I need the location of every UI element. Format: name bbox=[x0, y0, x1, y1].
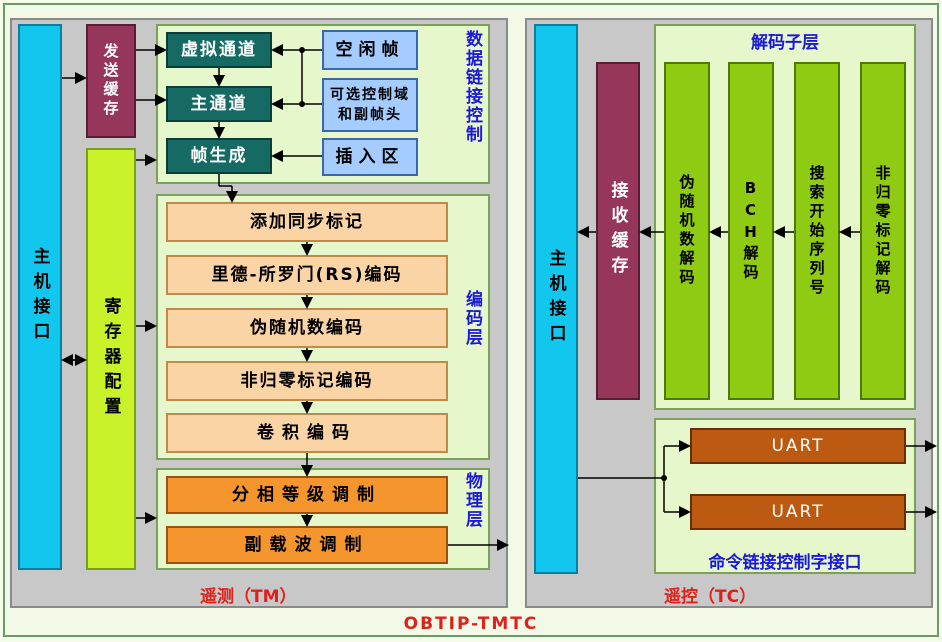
decode-step-4: 非归零标记解码 bbox=[860, 62, 906, 400]
diagram-title: OBTIP-TMTC bbox=[403, 614, 539, 634]
idle-frame: 空闲帧 bbox=[322, 30, 418, 70]
coding-step-3: 伪随机数编码 bbox=[166, 308, 448, 348]
command-link-label: 命令链接控制字接口 bbox=[708, 553, 862, 573]
tc-host-interface: 主机接口 bbox=[534, 24, 578, 574]
uart-1: UART bbox=[690, 428, 906, 464]
send-buffer: 发送缓存 bbox=[86, 24, 136, 138]
tm-caption: 遥测（TM） bbox=[200, 587, 297, 607]
decode-sublayer-label: 解码子层 bbox=[751, 33, 819, 53]
data-link-control-label: 数据链接控制 bbox=[462, 30, 482, 144]
coding-step-4: 非归零标记编码 bbox=[166, 361, 448, 401]
register-config: 寄存器配置 bbox=[86, 148, 136, 570]
physical-step-1: 分相等级调制 bbox=[166, 476, 448, 514]
physical-layer-label: 物理层 bbox=[462, 472, 482, 529]
decode-step-3: 搜索开始序列号 bbox=[794, 62, 840, 400]
optional-control-header: 可选控制域和副帧头 bbox=[322, 78, 418, 132]
tc-caption: 遥控（TC） bbox=[664, 587, 757, 607]
coding-layer-label: 编码层 bbox=[462, 290, 482, 347]
uart-2: UART bbox=[690, 494, 906, 530]
physical-step-2: 副载波调制 bbox=[166, 526, 448, 564]
coding-step-1: 添加同步标记 bbox=[166, 202, 448, 242]
decode-step-1: 伪随机数解码 bbox=[664, 62, 710, 400]
insert-zone: 插入区 bbox=[322, 138, 418, 176]
frame-generation: 帧生成 bbox=[166, 138, 272, 174]
coding-step-2: 里德-所罗门(RS)编码 bbox=[166, 255, 448, 295]
tm-host-interface: 主机接口 bbox=[18, 24, 62, 570]
decode-step-2: BCH解码 bbox=[728, 62, 774, 400]
coding-step-5: 卷积编码 bbox=[166, 413, 448, 453]
